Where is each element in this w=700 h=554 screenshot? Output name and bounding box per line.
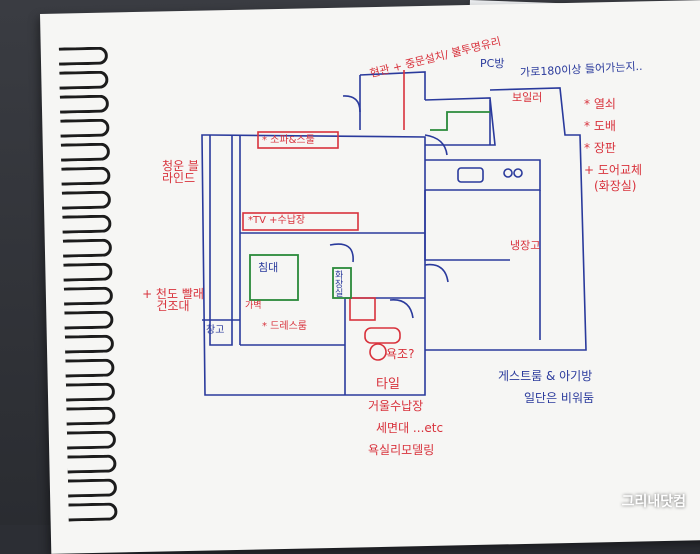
label-pc-room: PC방 — [480, 57, 505, 70]
note-mirror: 거울수납장 — [368, 399, 424, 413]
note-key: * 열쇠 — [584, 97, 616, 111]
label-dresser: * 드레스룸 — [262, 321, 307, 332]
note-door: + 도어교체 — [584, 163, 643, 177]
note-floor: * 장판 — [584, 141, 616, 155]
floor-plan-sketch — [201, 70, 587, 396]
label-fridge: 냉장고 — [510, 239, 541, 252]
note-wallpaper: * 도배 — [584, 119, 616, 133]
label-bed: 침대 — [258, 261, 279, 274]
note-remodel: 욕실리모델링 — [368, 443, 435, 457]
label-left-note: + 천도 빨래건조대 — [142, 287, 204, 313]
label-rack: 가벽 — [245, 301, 262, 311]
note-tile: 타일 — [376, 377, 400, 392]
label-curtain: 청운 블라인드 — [162, 159, 199, 185]
label-sofa: * 소파&스툴 — [262, 135, 315, 146]
note-sink: 세면대 ...etc — [376, 421, 444, 435]
note-bathtub: 욕조? — [386, 347, 415, 361]
note-guest-room: 게스트룸 & 아기방 — [498, 369, 593, 383]
label-boiler: 보일러 — [512, 91, 543, 104]
note-bathroom: (화장실) — [594, 179, 637, 193]
note-empty: 일단은 비워둠 — [524, 391, 595, 405]
label-tv: *TV +수납장 — [248, 215, 306, 226]
watermark: 그리내닷컴 — [621, 494, 686, 510]
label-bath-small: 화장실 — [335, 271, 344, 299]
label-storage: 창고 — [206, 325, 225, 336]
